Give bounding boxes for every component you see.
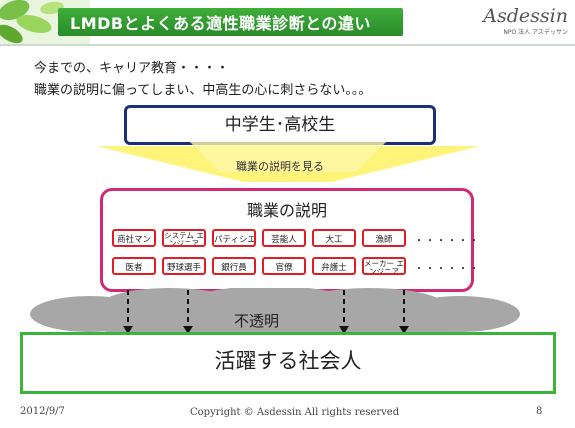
footer-date: 2012/9/7 bbox=[20, 406, 65, 417]
logo-subtitle: NPO 法人 アスデッサン bbox=[503, 29, 568, 36]
job-tag: 商社マン bbox=[112, 229, 156, 247]
ellipsis-row2: ・・・・・・ bbox=[414, 264, 480, 275]
job-tag: パティシエ bbox=[212, 229, 256, 247]
job-tag: 官僚 bbox=[262, 257, 306, 275]
band-label: 職業の説明を見る bbox=[236, 160, 324, 173]
yellow-funnel-band bbox=[96, 142, 480, 182]
explanation-title: 職業の説明 bbox=[246, 201, 327, 220]
student-box: 中学生･高校生 bbox=[124, 105, 436, 145]
job-tag: 医者 bbox=[112, 257, 156, 275]
ellipsis-row1: ・・・・・・ bbox=[414, 236, 480, 247]
job-tag: システム エンジニア bbox=[162, 229, 206, 247]
job-tag: 大工 bbox=[312, 229, 356, 247]
job-tag: 漁師 bbox=[362, 229, 406, 247]
job-tag: 銀行員 bbox=[212, 257, 256, 275]
job-tag: メーカー エンジニア bbox=[362, 257, 406, 275]
logo-text: Asdessin bbox=[483, 5, 568, 27]
page-number: 8 bbox=[536, 406, 543, 417]
final-box bbox=[20, 332, 556, 394]
job-tag: 弁護士 bbox=[312, 257, 356, 275]
logo: Asdessin NPO 法人 アスデッサン bbox=[468, 6, 568, 40]
cloud-label: 不透明 bbox=[234, 312, 280, 330]
intro-line-2: 職業の説明に偏ってしまい、中高生の心に刺さらない。。。 bbox=[34, 83, 372, 98]
title-bar bbox=[58, 8, 403, 36]
final-box-label: 活躍する社会人 bbox=[214, 349, 362, 373]
footer-copyright: Copyright © Asdessin All rights reserved bbox=[190, 407, 400, 418]
job-tag: 野球選手 bbox=[162, 257, 206, 275]
job-tag: 芸能人 bbox=[262, 229, 306, 247]
page-title: LMDBとよくある適性職業診断との違い bbox=[70, 14, 371, 33]
intro-line-1: 今までの、キャリア教育・・・・ bbox=[34, 61, 230, 76]
header-divider bbox=[0, 44, 575, 46]
